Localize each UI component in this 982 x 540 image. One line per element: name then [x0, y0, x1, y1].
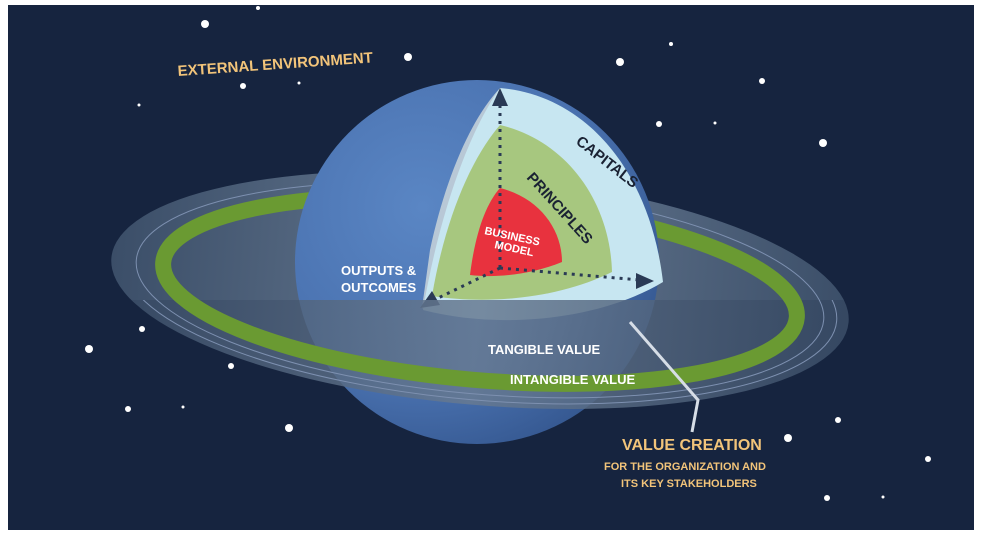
star: [201, 20, 209, 28]
star: [835, 417, 841, 423]
star: [759, 78, 765, 84]
star: [616, 58, 624, 66]
rings-front: [111, 300, 849, 410]
star: [137, 103, 141, 107]
value-creation-sub-line1: FOR THE ORGANIZATION AND: [604, 461, 766, 473]
arrow-up-icon: [492, 88, 508, 106]
star: [256, 6, 260, 10]
star: [125, 406, 131, 412]
star: [181, 405, 185, 409]
star: [240, 83, 246, 89]
value-creation-sub-line2: ITS KEY STAKEHOLDERS: [621, 478, 757, 490]
star: [285, 424, 293, 432]
star: [656, 121, 662, 127]
axis-arrows: [429, 100, 641, 304]
outputs-outcomes-label-line2: OUTCOMES: [341, 280, 416, 295]
business-model-core: [470, 188, 562, 277]
star: [297, 81, 301, 85]
planet-cutaway: [422, 88, 663, 321]
value-creation-title: VALUE CREATION: [622, 437, 762, 454]
star: [139, 326, 145, 332]
star: [819, 139, 827, 147]
star: [228, 363, 234, 369]
arrow-right-icon: [636, 273, 654, 289]
star: [881, 495, 885, 499]
star: [925, 456, 931, 462]
tangible-value-label: TANGIBLE VALUE: [488, 342, 601, 357]
star: [85, 345, 93, 353]
star: [824, 495, 830, 501]
intangible-value-label: INTANGIBLE VALUE: [510, 372, 636, 387]
outputs-outcomes-label-line1: OUTPUTS &: [341, 263, 416, 278]
value-creation-pointer: [628, 321, 700, 433]
star: [669, 42, 673, 46]
star: [713, 121, 717, 125]
star: [404, 53, 412, 61]
stars: [85, 6, 931, 501]
star: [784, 434, 792, 442]
